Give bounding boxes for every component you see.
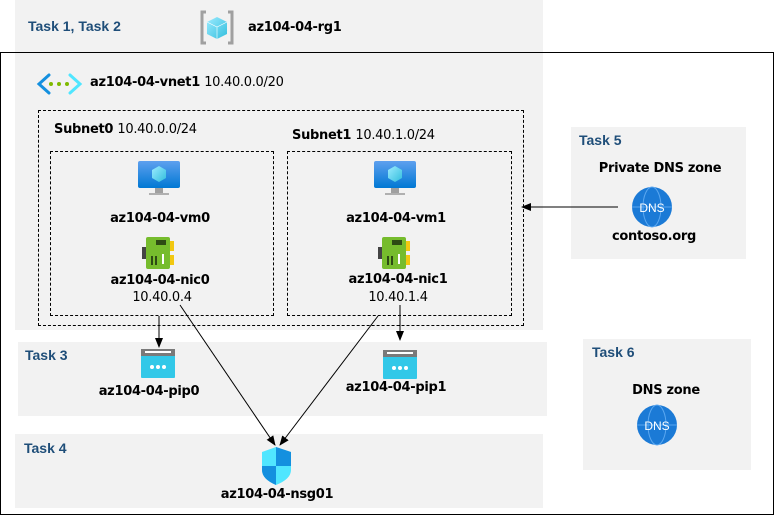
- task5-label: Task 5: [579, 132, 622, 148]
- nic1-to-nsg-arrow: [279, 315, 379, 446]
- task3-panel: [18, 342, 547, 416]
- subnet0-cidr: 10.40.0.0/24: [117, 122, 197, 137]
- nic1-name: az104-04-nic1: [348, 272, 448, 287]
- subnet0-name: Subnet0: [54, 122, 114, 137]
- task3-label: Task 3: [25, 347, 68, 363]
- nic1-icon: [378, 237, 410, 269]
- task6-panel: [583, 339, 751, 470]
- vnet-cidr: 10.40.0.0/20: [204, 75, 284, 90]
- subnet0-label: Subnet0 10.40.0.0/24: [54, 122, 197, 137]
- task12-label: Task 1, Task 2: [28, 18, 121, 34]
- private-dns-zone-name: contoso.org: [612, 229, 696, 244]
- public-dns-icon-text: DNS: [644, 419, 669, 433]
- nic1-ip: 10.40.1.4: [368, 290, 428, 305]
- private-dns-icon: [632, 186, 672, 228]
- task1-2-panel: [15, 0, 543, 330]
- public-dns-icon: [637, 404, 677, 446]
- pip0-icon: [141, 349, 175, 378]
- resource-group-icon: [200, 10, 234, 45]
- virtual-network-icon: [36, 73, 83, 95]
- subnet1-cidr: 10.40.1.0/24: [355, 128, 435, 143]
- nic0-icon: [142, 237, 174, 269]
- nsg-shield-icon: [262, 447, 291, 485]
- vnet-label: az104-04-vnet1 10.40.0.0/20: [90, 75, 284, 90]
- nsg-name: az104-04-nsg01: [220, 487, 334, 502]
- task6-label: Task 6: [592, 344, 635, 360]
- private-dns-icon-text: DNS: [639, 201, 664, 215]
- vm0-icon: [138, 161, 180, 195]
- vm1-name: az104-04-vm1: [346, 211, 446, 226]
- resource-group-name: az104-04-rg1: [248, 20, 342, 35]
- pip0-name: az104-04-pip0: [98, 384, 200, 399]
- vm0-name: az104-04-vm0: [110, 211, 210, 226]
- public-dns-title: DNS zone: [632, 383, 700, 398]
- vm1-icon: [374, 161, 416, 195]
- private-dns-title: Private DNS zone: [598, 161, 722, 176]
- nic0-to-nsg-arrow: [179, 304, 276, 446]
- subnet1-label: Subnet1 10.40.1.0/24: [292, 128, 435, 143]
- task4-label: Task 4: [24, 440, 67, 456]
- subnet1-name: Subnet1: [292, 128, 352, 143]
- subscription-border: [0, 52, 774, 515]
- vnet-name: az104-04-vnet1: [90, 75, 200, 90]
- subnet0-boundary: [50, 151, 274, 316]
- nic0-name: az104-04-nic0: [110, 273, 210, 288]
- pip1-name: az104-04-pip1: [345, 380, 447, 395]
- nic0-ip: 10.40.0.4: [132, 290, 192, 305]
- pip1-icon: [383, 350, 417, 379]
- vnet-boundary: [38, 110, 524, 326]
